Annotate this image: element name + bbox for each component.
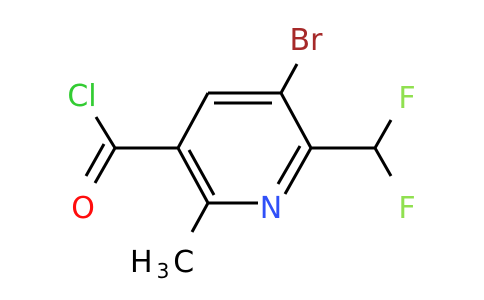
pyridine-ring	[176, 91, 313, 205]
bond-c5-c6-inner	[187, 149, 216, 196]
atom-labels: Br Cl O N F F H 3 C	[67, 23, 415, 283]
bond-c3-br	[279, 63, 299, 94]
bond-cf2h-f1	[373, 119, 393, 149]
substituent-bonds	[84, 63, 393, 233]
atom-bromine: Br	[290, 23, 324, 58]
atom-fluorine-bottom: F	[398, 191, 415, 226]
bond-cacyl-cl	[94, 116, 117, 149]
atom-oxygen: O	[71, 191, 95, 226]
bond-c5-c6	[176, 147, 210, 204]
bond-cf2h-f2	[373, 147, 393, 177]
methyl-subscript: 3	[157, 259, 170, 283]
bond-n-c2-inner	[276, 145, 302, 185]
bond-c2-c3	[279, 92, 313, 149]
atom-fluorine-top: F	[398, 81, 415, 116]
atom-nitrogen: N	[260, 191, 282, 226]
atom-methyl: H 3 C	[130, 245, 194, 283]
bond-cacyl-o-outer	[93, 147, 117, 184]
bond-n-c2	[283, 147, 313, 195]
methyl-carbon: C	[173, 245, 194, 280]
bond-c6-ch3	[190, 202, 210, 233]
bond-cacyl-o-inner	[84, 143, 106, 177]
methyl-hydrogen: H	[130, 245, 153, 280]
bond-c4-c5	[176, 92, 210, 149]
atom-chlorine: Cl	[67, 79, 96, 114]
